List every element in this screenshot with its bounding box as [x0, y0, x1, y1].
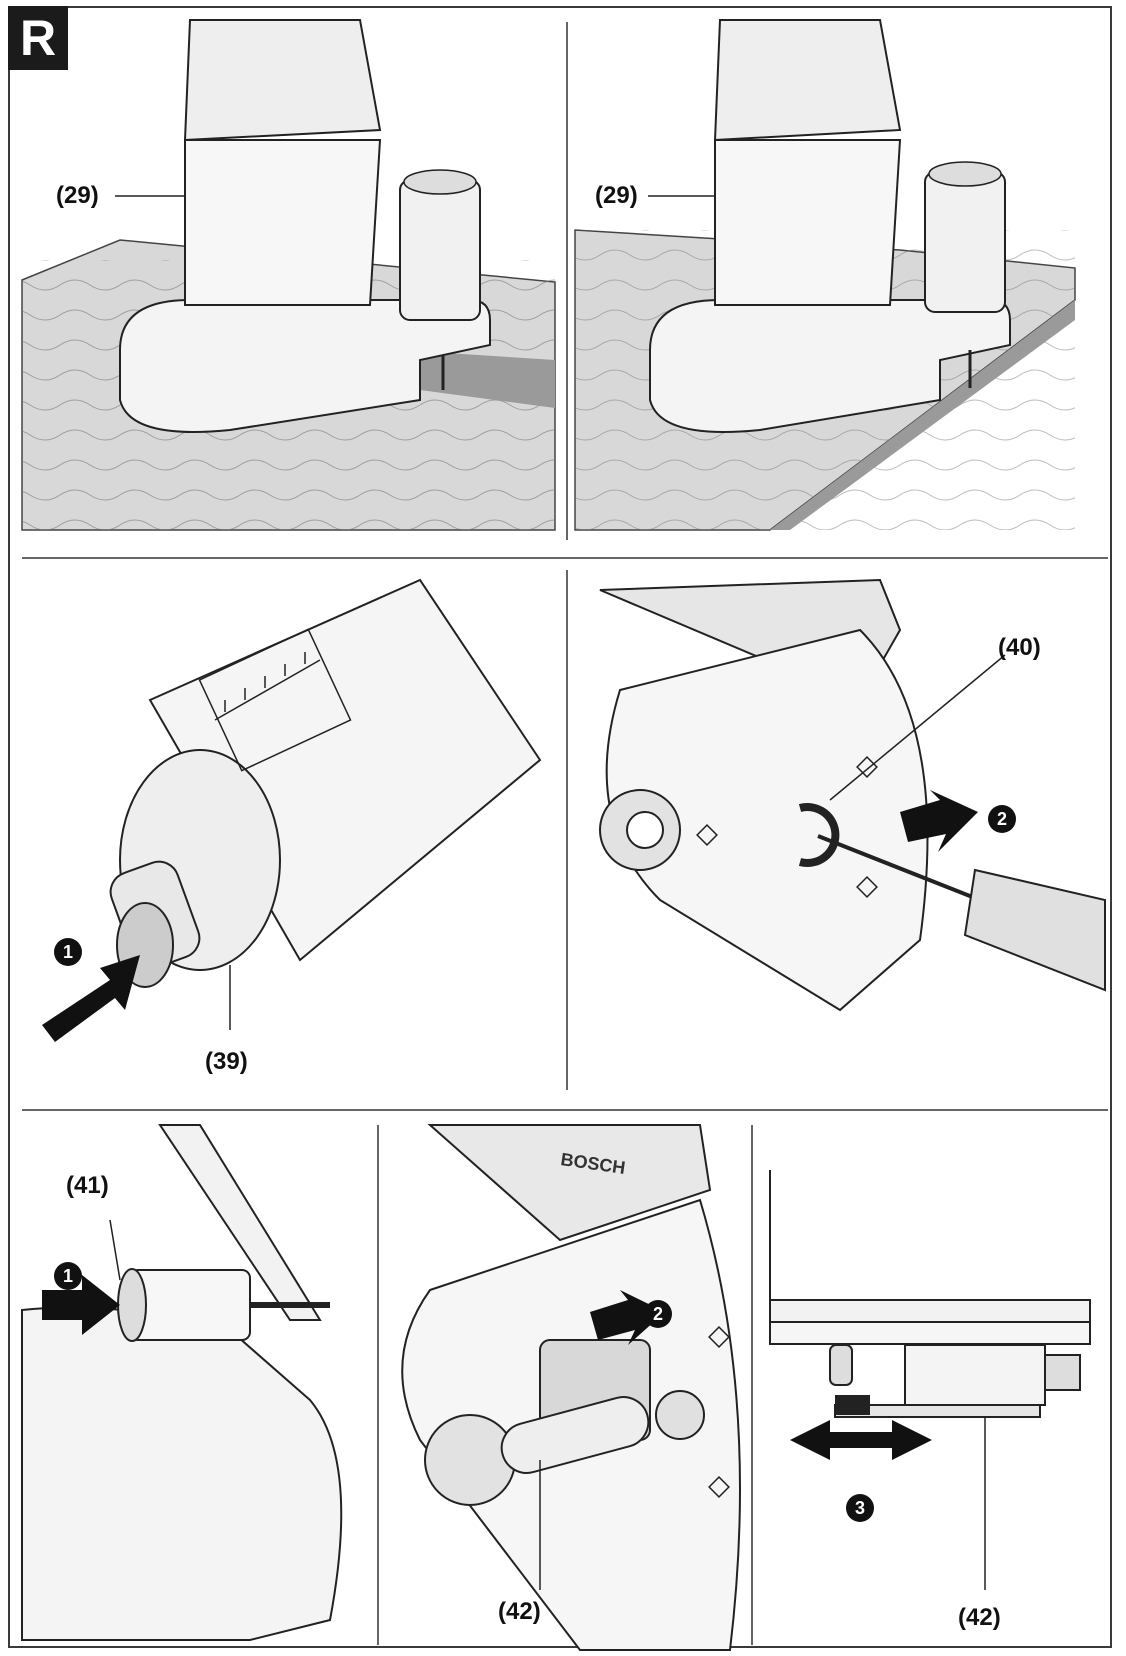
step-2-screwdriver: 2 — [988, 805, 1016, 833]
callout-42-right: (42) — [958, 1604, 1001, 1631]
panel-2-router-at-edge — [574, 19, 1076, 531]
callout-40: (40) — [998, 634, 1041, 661]
step-2-guide-adjust: 2 — [644, 1300, 672, 1328]
step-1-guide-rod: 1 — [54, 1262, 82, 1290]
step-3-slide: 3 — [846, 1494, 874, 1522]
callout-39: (39) — [205, 1048, 248, 1075]
panel-7-side-view — [769, 1170, 1091, 1590]
figure-frame — [8, 6, 1112, 1648]
step-1-spindle: 1 — [54, 938, 82, 966]
panel-5-guide-rod — [21, 1124, 343, 1641]
panel-6-guide-adjust — [401, 1124, 741, 1651]
panel-3-spindle-lock — [42, 578, 542, 1042]
callout-29-right: (29) — [595, 182, 638, 209]
panel-dividers — [22, 22, 1108, 1645]
callout-29-left: (29) — [56, 182, 99, 209]
panel-4-screwdriver — [599, 578, 1106, 1012]
callout-42-middle: (42) — [498, 1598, 541, 1625]
panel-1-router-on-board — [21, 19, 556, 531]
figure-letter-badge: R — [8, 6, 68, 70]
callout-41: (41) — [66, 1172, 109, 1199]
